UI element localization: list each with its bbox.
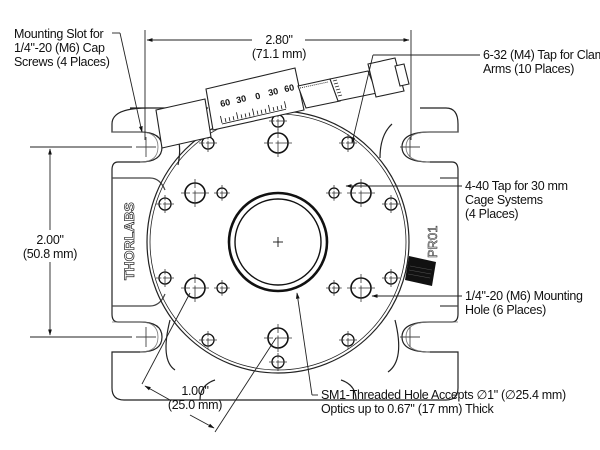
base-plate	[111, 107, 459, 401]
clamping-tap-hole	[382, 269, 400, 287]
vernier-tick	[220, 115, 223, 124]
vernier-tick	[248, 112, 251, 117]
clamping-tap-hole	[339, 331, 357, 349]
vernier-tick	[276, 106, 279, 111]
dimension-imperial: 1.00"	[181, 384, 209, 398]
slot-crosshairs	[136, 137, 420, 347]
dimension-metric: (71.1 mm)	[251, 47, 307, 61]
micrometer-actuator	[155, 57, 410, 149]
vernier-label: 30	[235, 93, 247, 105]
callout-line: (4 Places)	[465, 207, 519, 221]
part-number-engraving: PR01	[425, 225, 440, 258]
vernier-label: 30	[267, 86, 279, 98]
callout-line: 1/4"-20 (M6) Cap	[14, 41, 105, 55]
vernier-tick	[284, 101, 287, 109]
callout-cage-tap: 4-40 Tap for 30 mm Cage Systems (4 Place…	[465, 179, 568, 221]
dimension-hole-spacing: 1.00" (25.0 mm)	[155, 384, 235, 412]
vernier-label: 60	[219, 97, 231, 109]
clamping-tap-hole	[339, 134, 357, 152]
clamping-tap-hole	[199, 331, 217, 349]
mounting-hole	[347, 274, 375, 302]
dimension-imperial: 2.80"	[265, 33, 293, 47]
cage-tap-hole	[214, 185, 230, 201]
mounting-hole	[181, 274, 209, 302]
hole-pattern	[156, 112, 400, 371]
vernier-tick	[240, 114, 243, 119]
leader-lines	[112, 32, 480, 396]
mounting-hole	[181, 179, 209, 207]
vernier-label: 0	[254, 91, 261, 102]
callout-line: Mounting Slot for	[14, 27, 104, 41]
callout-line: Arms (10 Places)	[483, 62, 575, 76]
vernier-tick	[260, 109, 263, 114]
vernier-tick	[268, 104, 271, 113]
vernier-tick	[228, 117, 231, 122]
dimension-imperial: 2.00"	[36, 233, 64, 247]
mounting-hole	[347, 179, 375, 207]
vernier-baseline	[221, 108, 287, 125]
clamping-tap-hole	[156, 269, 174, 287]
adjuster-knob	[405, 256, 436, 286]
callout-line: 4-40 Tap for 30 mm	[465, 179, 568, 193]
callout-line: SM1-Threaded Hole Accepts ∅1" (∅25.4 mm)	[321, 388, 566, 402]
callout-line: Hole (6 Places)	[465, 303, 546, 317]
callout-clamping-tap: 6-32 (M4) Tap for Clamping Arms (10 Plac…	[483, 48, 600, 76]
vernier-tick	[224, 117, 227, 123]
vernier-tick	[232, 116, 235, 121]
callout-line: 1/4"-20 (M6) Mounting	[465, 289, 583, 303]
callout-line: Cage Systems	[465, 193, 543, 207]
mounting-hole	[264, 129, 292, 157]
dimension-lines	[30, 30, 412, 433]
vernier-tick	[256, 110, 259, 115]
dimension-metric: (50.8 mm)	[22, 247, 78, 261]
vernier-tick	[236, 112, 239, 120]
vernier-tick	[280, 105, 283, 110]
clamping-tap-hole	[269, 112, 287, 130]
clamping-tap-hole	[156, 195, 174, 213]
vernier-tick	[264, 108, 267, 113]
callout-line: Screws (4 Places)	[14, 55, 110, 69]
cage-tap-hole	[326, 185, 342, 201]
vernier-tick	[252, 108, 255, 116]
mounting-hole	[264, 324, 292, 352]
dimension-width: 2.80" (71.1 mm)	[238, 33, 320, 61]
vernier-tick	[272, 106, 275, 112]
callout-line: 6-32 (M4) Tap for Clamping	[483, 48, 600, 62]
cage-tap-hole	[214, 280, 230, 296]
vernier-scale: 60 30 0 30 60	[219, 82, 295, 125]
cage-tap-hole	[326, 280, 342, 296]
callout-line: Optics up to 0.67" (17 mm) Thick	[321, 402, 494, 416]
clamping-tap-hole	[382, 195, 400, 213]
dimension-metric: (25.0 mm)	[167, 398, 223, 412]
vernier-tick	[244, 113, 247, 118]
vernier-label: 60	[283, 82, 295, 94]
callout-mounting-slot: Mounting Slot for 1/4"-20 (M6) Cap Screw…	[14, 27, 110, 69]
callout-mounting-hole: 1/4"-20 (M6) Mounting Hole (6 Places)	[465, 289, 583, 317]
brand-logo: THORLABS	[121, 202, 137, 280]
callout-sm1-hole: SM1-Threaded Hole Accepts ∅1" (∅25.4 mm)…	[321, 388, 566, 416]
sm1-threaded-hole	[227, 191, 329, 293]
micrometer-thimble-ticks	[299, 79, 343, 97]
dimension-slot-spacing: 2.00" (50.8 mm)	[10, 233, 90, 261]
clamping-tap-hole	[269, 353, 287, 371]
